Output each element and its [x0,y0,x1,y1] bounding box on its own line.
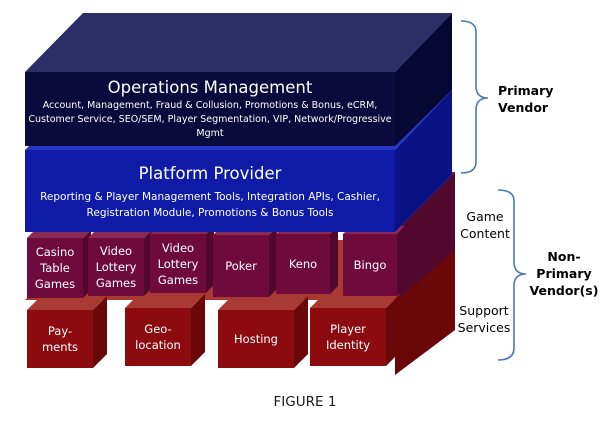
non-primary-vendor-bracket [497,189,527,361]
support-tile [27,296,107,368]
support-tile [218,296,308,368]
operations-line-2: Customer Service, SEO/SEM, Player Segmen… [28,114,392,125]
support-tile-front [27,310,93,368]
game-tile-side [397,226,405,296]
support-tile-front [218,310,294,368]
platform-line-2: Registration Module, Promotions & Bonus … [86,207,334,219]
platform-line-1: Reporting & Player Management Tools, Int… [40,191,380,203]
game-tile-label: Casino Table Games [34,245,76,291]
primary-vendor-bracket [460,20,489,174]
support-tile [125,294,205,366]
operations-management-label: Operations Management Account, Managemen… [25,74,395,144]
operations-top-face [25,13,452,72]
game-tile-front [276,234,330,294]
operations-management-box [25,13,452,146]
platform-side-face [395,90,452,232]
support-tile-top [125,294,205,308]
platform-title: Platform Provider [138,164,282,183]
primary-vendor-label: Primary Vendor [498,83,554,115]
operations-side-face [395,13,452,146]
support-tile-label: Player Identity [325,322,371,352]
operations-line-3: Mgmt [196,128,224,139]
game-tile-label: Video Lottery Games [95,244,137,290]
support-tile-side [294,296,308,368]
operations-title: Operations Management [107,78,313,97]
game-tile-side [206,226,214,293]
game-tile-front [150,234,206,293]
game-tile-side [330,226,338,294]
support-tile-front [310,308,386,366]
game-tile-label: Video Lottery Games [157,240,199,287]
game-tile-front [213,235,269,297]
platform-provider-label: Platform Provider Reporting & Player Man… [25,160,395,224]
operations-line-1: Account, Management, Fraud & Collusion, … [42,100,378,111]
game-content-label: Game Content [460,209,510,241]
support-tile-label: Pay- ments [41,324,79,354]
operations-front-face [25,72,395,146]
game-tile-side [269,227,277,297]
game-tile-label: Poker [225,259,257,273]
support-tile-top [310,294,400,308]
support-base-side [395,240,455,375]
platform-front-face [25,150,395,232]
support-tile-label: Hosting [234,332,278,346]
non-primary-vendor-label: Non- Primary Vendor(s) [529,249,599,298]
game-tile-front [88,238,144,296]
support-services-label: Support Services [457,303,511,335]
support-tile-top [218,296,308,310]
support-tile-label: Geo- location [135,322,181,352]
support-tile-front [125,308,191,366]
game-tile-front [27,238,83,298]
game-base-side [395,172,455,302]
support-tile [310,294,400,366]
support-tiles [27,294,400,368]
game-tile-label: Keno [288,257,318,271]
game-tile-label: Bingo [353,258,387,272]
support-tile-top [27,296,107,310]
figure-caption: FIGURE 1 [273,394,337,410]
support-tile-side [191,294,205,366]
support-tile-side [93,296,107,368]
game-tile-front [343,234,397,296]
support-tile-side [386,294,400,366]
